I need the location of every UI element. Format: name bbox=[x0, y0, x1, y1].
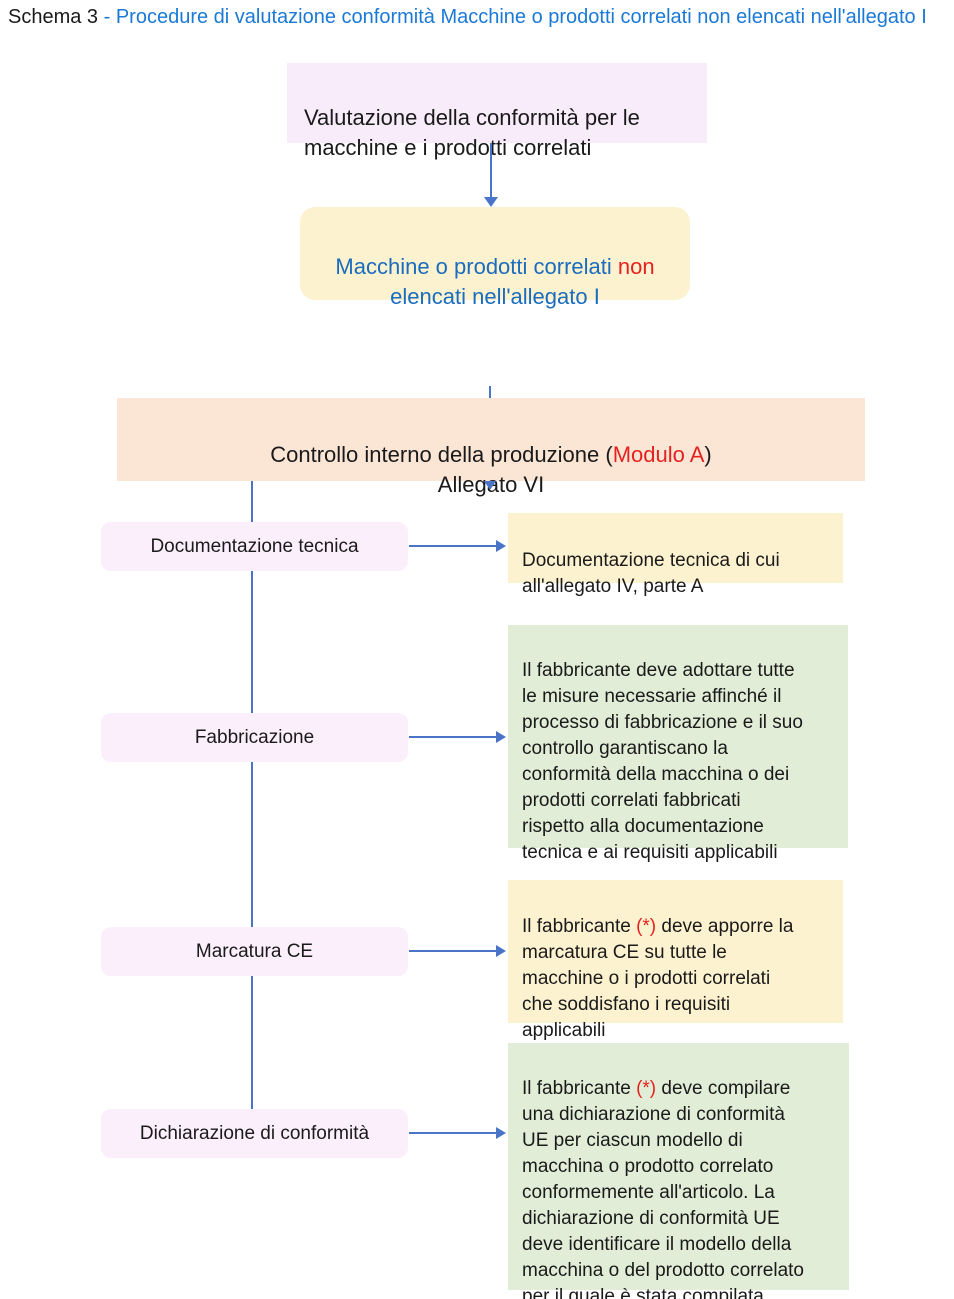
arrow-down-connector bbox=[490, 143, 492, 197]
arrow-right-icon bbox=[496, 731, 506, 743]
detail-fabbricazione: Il fabbricante deve adottare tutte le mi… bbox=[508, 625, 848, 863]
page-title-prefix: Schema 3 bbox=[8, 6, 104, 28]
detail-text-1: Documentazione tecnica di cui all'allega… bbox=[522, 550, 780, 597]
assessment-box-text: Valutazione della conformità per le macc… bbox=[304, 105, 640, 160]
module-outlet-arrow-icon bbox=[484, 481, 496, 490]
module-inlet-connector bbox=[489, 386, 491, 398]
step-label-text: Dichiarazione di conformità bbox=[139, 1123, 370, 1144]
step-label-dichiarazione-di-conformita: Dichiarazione di conformità bbox=[101, 1109, 408, 1158]
detail-text-1: Il fabbricante deve adottare tutte le mi… bbox=[522, 660, 803, 863]
detail-text-1: Il fabbricante bbox=[522, 916, 637, 937]
step-label-fabbricazione: Fabbricazione bbox=[101, 713, 408, 762]
arrow-right-icon bbox=[496, 540, 506, 552]
arrow-down-icon bbox=[484, 197, 498, 207]
arrow-right-icon bbox=[496, 945, 506, 957]
scope-box-text-2: elencati nell'allegato I bbox=[390, 284, 600, 309]
detail-text-1: Il fabbricante bbox=[522, 1078, 637, 1099]
arrow-right-connector bbox=[409, 736, 496, 738]
detail-highlight: (*) bbox=[636, 916, 657, 937]
module-box-text-2: ) Allegato VI bbox=[437, 442, 712, 497]
page-title: Schema 3 - Procedure di valutazione conf… bbox=[8, 6, 927, 29]
detail-marcatura-ce: Il fabbricante (*) deve apporre la marca… bbox=[508, 880, 843, 1041]
scope-box-text-1: Macchine o prodotti correlati bbox=[335, 254, 618, 279]
flow-spine-connector bbox=[251, 481, 253, 1110]
arrow-right-connector bbox=[409, 1132, 496, 1134]
page-title-text: - Procedure di valutazione conformità Ma… bbox=[103, 6, 927, 28]
scope-box: Macchine o prodotti correlati non elenca… bbox=[300, 207, 690, 309]
scope-box-highlight: non bbox=[617, 254, 655, 279]
arrow-right-icon bbox=[496, 1127, 506, 1139]
arrow-right-connector bbox=[409, 545, 496, 547]
module-box-highlight: Modulo A bbox=[612, 442, 705, 467]
step-label-marcatura-ce: Marcatura CE bbox=[101, 927, 408, 976]
detail-text-2: deve compilare una dichiarazione di conf… bbox=[522, 1078, 804, 1299]
detail-documentazione-tecnica: Documentazione tecnica di cui all'allega… bbox=[508, 513, 843, 597]
step-label-text: Documentazione tecnica bbox=[150, 536, 359, 557]
step-label-text: Marcatura CE bbox=[195, 941, 314, 962]
detail-text-2: deve apporre la marcatura CE su tutte le… bbox=[522, 916, 794, 1041]
step-label-documentazione-tecnica: Documentazione tecnica bbox=[101, 522, 408, 571]
module-box: Controllo interno della produzione (Modu… bbox=[117, 398, 865, 497]
detail-dichiarazione-di-conformita: Il fabbricante (*) deve compilare una di… bbox=[508, 1043, 849, 1299]
assessment-box: Valutazione della conformità per le macc… bbox=[287, 63, 707, 160]
module-box-text-1: Controllo interno della produzione ( bbox=[270, 442, 613, 467]
detail-highlight: (*) bbox=[636, 1078, 657, 1099]
step-label-text: Fabbricazione bbox=[194, 727, 315, 748]
arrow-right-connector bbox=[409, 950, 496, 952]
